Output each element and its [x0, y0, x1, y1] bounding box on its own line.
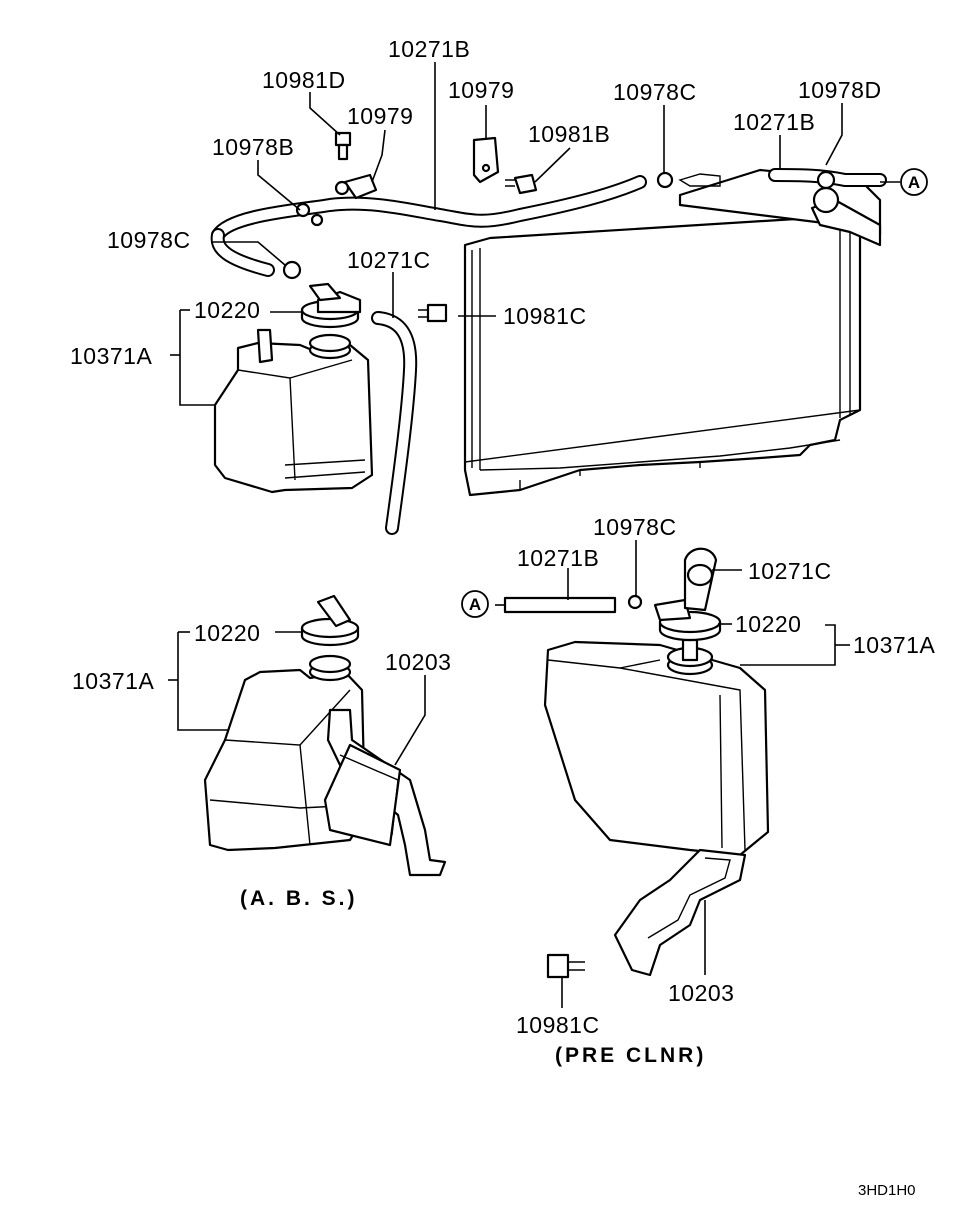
ref-mark-a-pre: A [461, 590, 489, 618]
label-clamp-top-right: 10978D [798, 77, 882, 103]
label-bolt-pre: 10981C [516, 1012, 600, 1038]
radiator-cap-top [300, 282, 362, 329]
label-cap-pre: 10220 [735, 611, 801, 637]
label-hose-pre-c: 10271C [748, 558, 832, 584]
radiator-cap-pre [653, 547, 722, 642]
ref-mark-a-pre-label: A [469, 595, 481, 614]
hose-10271b-top [210, 175, 647, 277]
radiator-cap-abs [300, 594, 360, 647]
reservoir-tank-top [213, 328, 374, 494]
bracket-pre [613, 848, 747, 977]
hose-10271b-pre [503, 596, 617, 614]
bolt-10981c-radiator [418, 303, 448, 323]
label-tank-abs: 10371A [72, 668, 154, 694]
hose-10271b-top-right [768, 168, 887, 187]
label-tank-pre: 10371A [853, 632, 935, 658]
bracket-abs [323, 708, 447, 877]
caption-pre-clnr: (PRE CLNR) [555, 1044, 706, 1067]
label-bracket-abs: 10203 [385, 649, 451, 675]
label-clip-top-left: 10979 [347, 103, 413, 129]
part-labels: 10271B 10981D 10979 10979 10978B 10981B … [70, 36, 935, 1038]
label-tank-top: 10371A [70, 343, 152, 369]
clip-10979 [334, 173, 378, 200]
label-bolt-radiator: 10981C [503, 303, 587, 329]
label-clamp-top-left: 10978B [212, 134, 294, 160]
label-bracket-top: 10979 [448, 77, 514, 103]
label-bolt-mid: 10981B [528, 121, 610, 147]
caption-abs: (A. B. S.) [240, 887, 358, 910]
label-bracket-pre: 10203 [668, 980, 734, 1006]
leader-lines [168, 62, 900, 1008]
reservoir-tank-pre [543, 638, 770, 857]
label-hose-overflow: 10271C [347, 247, 431, 273]
bolt-10981c-pre [546, 953, 585, 979]
bracket-10979 [472, 136, 500, 184]
label-bolt-top: 10981D [262, 67, 346, 93]
bolt-10981b [505, 173, 538, 195]
label-cap-top: 10220 [194, 297, 260, 323]
label-hose-pre-b: 10271B [517, 545, 599, 571]
label-clamp-left: 10978C [107, 227, 191, 253]
label-clamp-pre: 10978C [593, 514, 677, 540]
label-clamp-top-mid: 10978C [613, 79, 697, 105]
label-cap-abs: 10220 [194, 620, 260, 646]
clamp-icon [282, 170, 840, 610]
ref-mark-a-top: A [900, 168, 928, 196]
label-hose-top-right: 10271B [733, 109, 815, 135]
diagram-code: 3HD1H0 [858, 1182, 916, 1199]
hose-10271c-overflow [371, 311, 418, 535]
ref-mark-a-top-label: A [908, 173, 920, 192]
bolt-10981d [334, 131, 352, 161]
label-hose-top: 10271B [388, 36, 470, 62]
